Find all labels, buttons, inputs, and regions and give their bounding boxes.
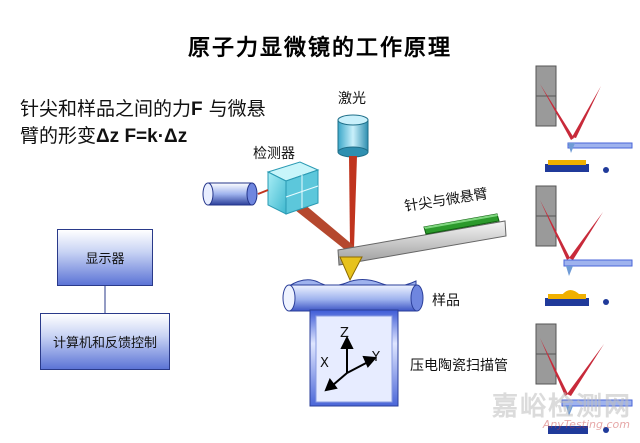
cantilever-tip [339, 256, 363, 282]
laser-beam-incident [349, 156, 357, 248]
watermark-en: AnyTesting.com [542, 418, 630, 431]
computer-box-label: 计算机和反馈控制 [52, 336, 157, 351]
formula-line-1: 针尖和样品之间的力F 与微悬 [20, 98, 266, 120]
formula-line-2: 臂的形变Δz F=k·Δz [20, 125, 188, 147]
axis-label-z: Z [340, 326, 349, 341]
display-box-label: 显示器 [85, 252, 125, 267]
step-illustration-3 [535, 323, 633, 434]
label-sample: 样品 [432, 293, 460, 309]
sample-stage [282, 284, 424, 312]
display-box: 显示器 [57, 229, 153, 286]
computer-box: 计算机和反馈控制 [40, 313, 170, 370]
label-detector: 检测器 [253, 146, 295, 162]
axis-label-y: Y [372, 350, 380, 365]
step-illustration-1 [535, 65, 633, 173]
label-scanner: 压电陶瓷扫描管 [410, 358, 508, 374]
diagram-title: 原子力显微镜的工作原理 [187, 35, 452, 61]
label-laser: 激光 [338, 91, 366, 107]
cantilever [337, 213, 507, 282]
detector-amplifier [202, 182, 269, 206]
xyz-axes [324, 335, 378, 392]
laser-beam-reflected [290, 198, 354, 252]
piezo-scanner [309, 309, 399, 407]
detector-cube [266, 161, 320, 215]
formula-text: 针尖和样品之间的力F 与微悬 臂的形变Δz F=k·Δz [20, 96, 266, 150]
laser-source [337, 114, 369, 158]
watermark-cn: 嘉峪检测网 [491, 392, 632, 422]
axis-label-x: X [320, 356, 329, 371]
step-illustration-2 [535, 185, 633, 306]
